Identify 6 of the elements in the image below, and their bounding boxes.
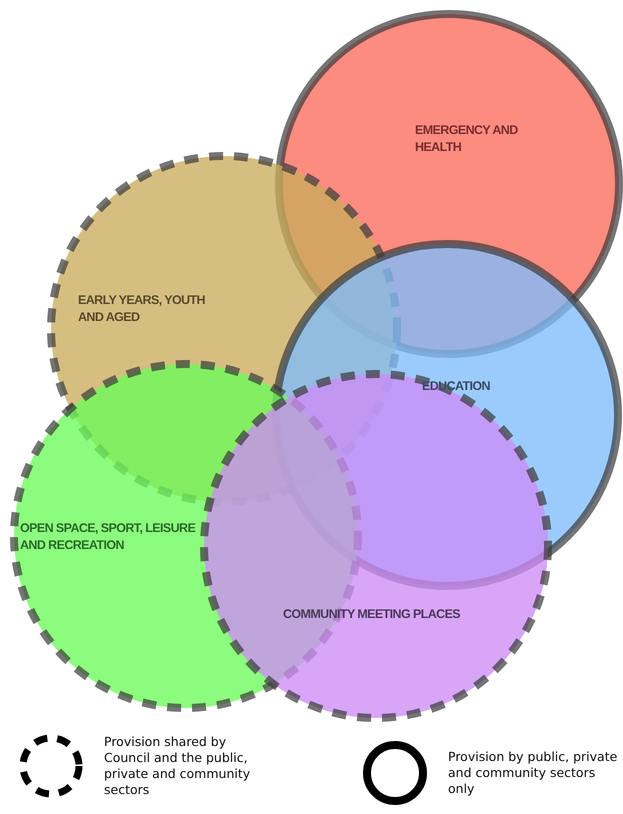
legend-text: Provision by public, private and community sectors only — [448, 748, 618, 798]
circle-label: OPEN SPACE, SPORT, LEISURE AND RECREATION — [20, 520, 196, 554]
circle-label: EARLY YEARS, YOUTH AND AGED — [78, 292, 206, 326]
circle-label: EMERGENCY AND HEALTH — [415, 122, 519, 156]
legend-text: Provision shared by Council and the public, private and community sectors — [104, 734, 252, 798]
circle-label: COMMUNITY MEETING PLACES — [283, 606, 462, 623]
